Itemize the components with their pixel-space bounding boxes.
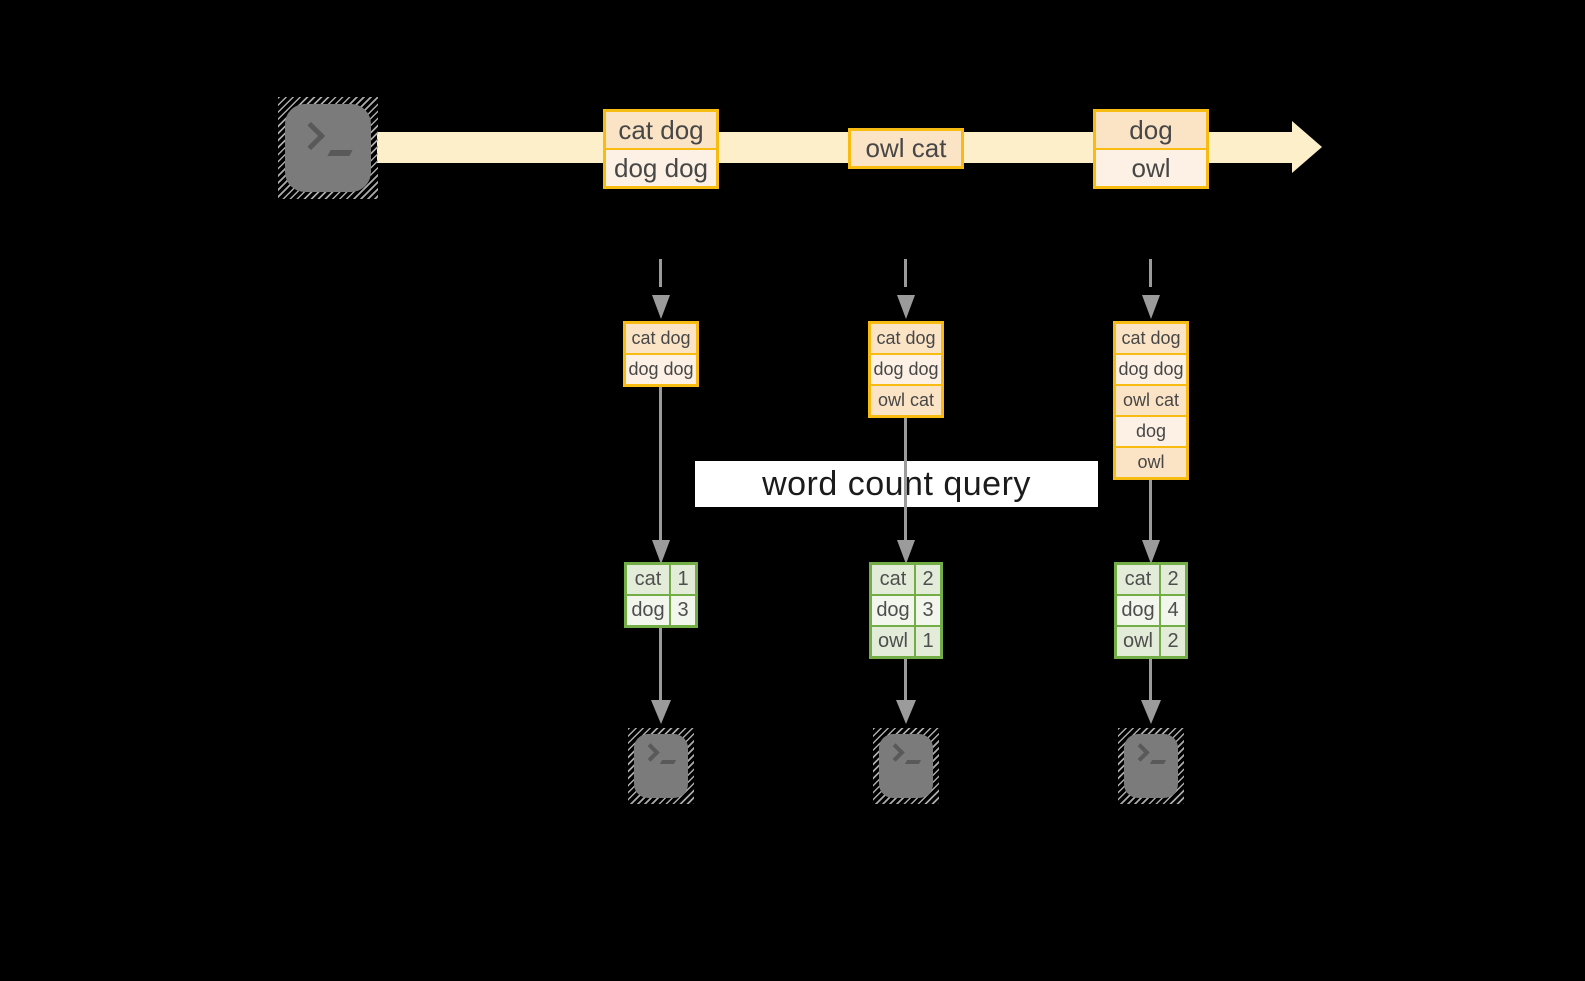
count-value: 2: [914, 565, 940, 594]
dashed-arrowhead-icon: [652, 295, 670, 319]
count-word: dog: [1121, 599, 1155, 621]
prompt-underscore-icon: [659, 760, 677, 764]
state-line: cat dog: [626, 324, 696, 353]
state-box-2: cat dog dog dog owl cat: [868, 321, 944, 418]
terminal-screen: [634, 734, 688, 798]
query-arrowhead-icon: [1142, 540, 1160, 564]
dashed-arrow-line: [659, 259, 662, 287]
state-line: owl cat: [1116, 384, 1186, 415]
state-box-1: cat dog dog dog: [623, 321, 699, 387]
terminal-icon: [278, 97, 378, 199]
count-value: 4: [1159, 596, 1185, 625]
count-word: owl: [877, 630, 908, 652]
query-arrow-line: [1149, 480, 1152, 544]
sink-arrow-line: [659, 628, 662, 702]
count-word: dog: [876, 599, 910, 621]
count-value: 1: [669, 565, 695, 594]
stream-batch-line: dog dog: [606, 148, 716, 186]
stream-batch-line: dog: [1096, 112, 1206, 148]
count-row: cat 2: [872, 565, 940, 594]
sink-arrowhead-icon: [896, 700, 916, 724]
terminal-icon: [873, 728, 939, 804]
dashed-arrowhead-icon: [897, 295, 915, 319]
dashed-arrowhead-icon: [1142, 295, 1160, 319]
stream-batch-line: owl: [1096, 148, 1206, 186]
count-row: dog 3: [872, 594, 940, 625]
count-table-2: cat 2 dog 3 owl 1: [869, 562, 943, 659]
count-row: dog 3: [627, 594, 695, 625]
count-row: cat 1: [627, 565, 695, 594]
terminal-icon: [1118, 728, 1184, 804]
state-line: dog dog: [1116, 353, 1186, 384]
count-value: 3: [669, 596, 695, 625]
sink-arrowhead-icon: [1141, 700, 1161, 724]
count-table-3: cat 2 dog 4 owl 2: [1114, 562, 1188, 659]
terminal-icon: [628, 728, 694, 804]
terminal-screen: [285, 104, 371, 192]
query-arrowhead-icon: [897, 540, 915, 564]
sink-arrow-line: [904, 659, 907, 702]
count-row: cat 2: [1117, 565, 1185, 594]
prompt-chevron-icon: [886, 743, 905, 762]
stream-arrowhead-icon: [1292, 121, 1322, 173]
state-line: dog dog: [871, 353, 941, 384]
dashed-arrow-line: [904, 259, 907, 287]
count-word: cat: [879, 568, 907, 590]
state-line: dog dog: [626, 353, 696, 384]
prompt-chevron-icon: [641, 743, 660, 762]
count-word: cat: [1124, 568, 1152, 590]
stream-batch-line: cat dog: [606, 112, 716, 148]
count-word: dog: [631, 599, 665, 621]
state-line: cat dog: [1116, 324, 1186, 353]
count-word: owl: [1122, 630, 1153, 652]
stream-batch-1: cat dog dog dog: [603, 109, 719, 189]
terminal-screen: [1124, 734, 1178, 798]
count-row: owl 2: [1117, 625, 1185, 656]
query-arrowhead-icon: [652, 540, 670, 564]
count-table-1: cat 1 dog 3: [624, 562, 698, 628]
count-value: 3: [914, 596, 940, 625]
prompt-underscore-icon: [1149, 760, 1167, 764]
count-value: 2: [1159, 627, 1185, 656]
state-line: dog: [1116, 415, 1186, 446]
count-row: dog 4: [1117, 594, 1185, 625]
prompt-chevron-icon: [1131, 743, 1150, 762]
count-value: 2: [1159, 565, 1185, 594]
stream-batch-3: dog owl: [1093, 109, 1209, 189]
query-arrow-line: [904, 418, 907, 544]
stream-batch-2: owl cat: [848, 128, 964, 169]
state-line: cat dog: [871, 324, 941, 353]
prompt-underscore-icon: [904, 760, 922, 764]
count-row: owl 1: [872, 625, 940, 656]
sink-arrow-line: [1149, 659, 1152, 702]
query-label: word count query: [695, 461, 1098, 507]
query-arrow-line: [659, 387, 662, 544]
state-line: owl cat: [871, 384, 941, 415]
stream-batch-line: owl cat: [851, 131, 961, 166]
dashed-arrow-line: [1149, 259, 1152, 287]
prompt-chevron-icon: [296, 121, 326, 151]
sink-arrowhead-icon: [651, 700, 671, 724]
terminal-screen: [879, 734, 933, 798]
count-value: 1: [914, 627, 940, 656]
state-box-3: cat dog dog dog owl cat dog owl: [1113, 321, 1189, 480]
state-line: owl: [1116, 446, 1186, 477]
count-word: cat: [634, 568, 662, 590]
prompt-underscore-icon: [327, 150, 353, 156]
